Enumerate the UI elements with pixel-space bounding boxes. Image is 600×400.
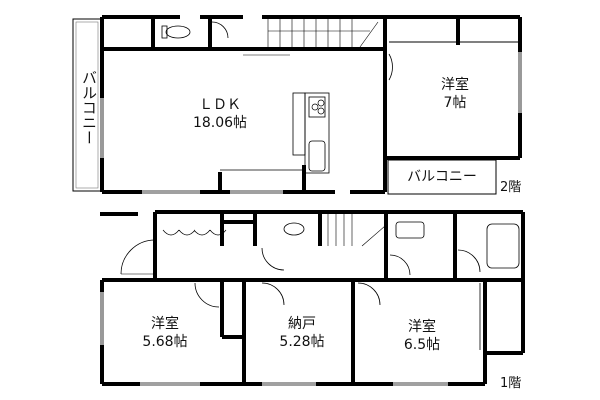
room-size: 5.68帖 xyxy=(142,334,188,350)
room-name: 洋室 xyxy=(441,77,469,93)
room-label-storage: 納戸 5.28帖 xyxy=(262,315,342,351)
room-label-western-2f: 洋室 7帖 xyxy=(425,76,485,112)
room-label-western-right: 洋室 6.5帖 xyxy=(382,318,462,354)
first-floor xyxy=(99,210,525,387)
room-name: ＬＤＫ xyxy=(199,97,241,113)
second-floor xyxy=(72,14,523,195)
room-label-western-left: 洋室 5.68帖 xyxy=(125,315,205,351)
room-size: 6.5帖 xyxy=(403,337,441,353)
room-label-ldk: ＬＤＫ 18.06帖 xyxy=(170,96,270,132)
floor-label-2f: 2階 xyxy=(500,180,522,195)
room-size: 7帖 xyxy=(443,95,467,111)
balcony-label-right: バルコニー xyxy=(407,169,477,185)
floor-label-1f: 1階 xyxy=(500,376,522,391)
room-name: 納戸 xyxy=(288,316,316,332)
room-name: 洋室 xyxy=(151,316,179,332)
balcony-label-left: バルコニー xyxy=(80,70,98,145)
room-name: 洋室 xyxy=(408,319,436,335)
room-size: 5.28帖 xyxy=(279,334,325,350)
room-size: 18.06帖 xyxy=(192,115,248,131)
